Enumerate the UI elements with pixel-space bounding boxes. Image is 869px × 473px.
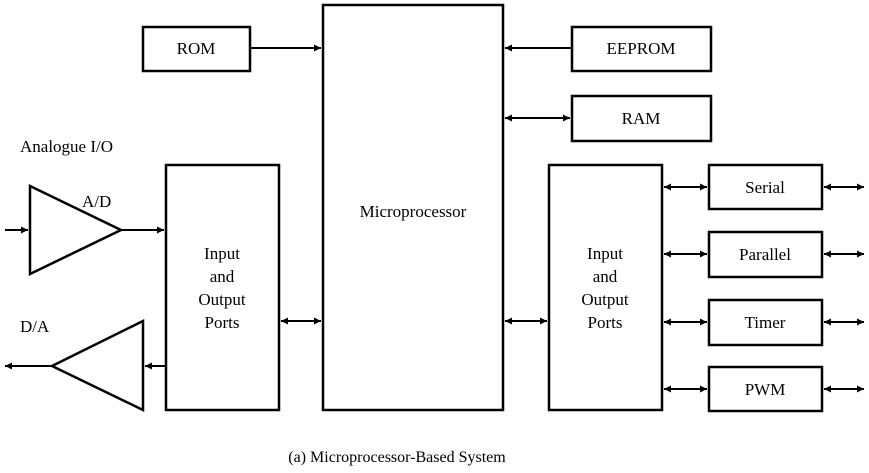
ad-converter-triangle [28,184,124,276]
left-ports-line-1: Input [204,244,240,263]
left-ports-line-4: Ports [205,313,240,332]
left-ports-line-3: Output [198,290,246,309]
eeprom-box [570,25,713,73]
analogue-io-label: Analogue I/O [20,137,113,156]
eeprom-label: EEPROM [607,39,676,58]
microprocessor-box [321,3,505,412]
right-ports-line-4: Ports [588,313,623,332]
timer-label: Timer [745,313,786,332]
da-label: D/A [20,317,50,336]
serial-box [707,163,824,211]
left-ports-line-2: and [210,267,235,286]
rom-label: ROM [177,39,216,58]
pwm-label: PWM [745,380,786,399]
microprocessor-label: Microprocessor [360,202,467,221]
right-ports-line-3: Output [581,290,629,309]
right-ports-line-1: Input [587,244,623,263]
right-ports-line-2: and [593,267,618,286]
serial-label: Serial [745,178,785,197]
ad-label: A/D [82,192,111,211]
pwm-box [707,365,824,413]
left-io-ports-box [164,163,281,412]
right-io-ports-box [547,163,664,412]
ram-label: RAM [622,109,661,128]
figure-caption: (a) Microprocessor-Based System [288,449,506,466]
parallel-label: Parallel [739,245,791,264]
parallel-box [707,230,824,279]
timer-box [707,298,824,347]
rom-box [141,25,252,73]
ram-box [570,94,713,143]
da-converter-triangle [49,318,145,412]
